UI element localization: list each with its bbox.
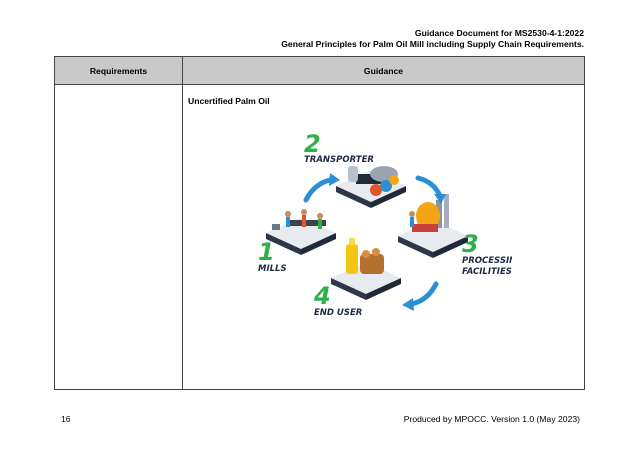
footer-credit: Produced by MPOCC. Version 1.0 (May 2023… <box>403 414 580 424</box>
header-title: Guidance Document for MS2530-4-1:2022 <box>414 28 584 38</box>
page-number: 16 <box>61 414 71 424</box>
stage-4-number: 4 <box>313 282 331 310</box>
supply-chain-illustration: 2 TRANSPORTER 1 MILLS 3 PROCESSING FACIL… <box>258 130 512 318</box>
requirements-table: Requirements Guidance Uncertified Palm O… <box>54 56 585 390</box>
stage-1-label: MILLS <box>258 264 287 274</box>
stage-3-number: 3 <box>462 230 479 258</box>
requirements-column-header: Requirements <box>54 56 183 85</box>
arrow-processing-to-end-user-icon <box>409 281 439 307</box>
arrow-mills-to-transporter-icon <box>303 177 333 203</box>
table-header-row: Requirements Guidance <box>54 56 585 85</box>
stage-3-label-line2: FACILITIES <box>462 267 512 277</box>
mill-workers-icon <box>272 209 326 230</box>
stage-2-label: TRANSPORTER <box>304 155 374 165</box>
stage-3-label: PROCESSING <box>462 256 512 266</box>
stage-1-number: 1 <box>258 238 275 266</box>
requirements-cell <box>54 84 183 390</box>
arrow-transporter-to-processing-icon <box>415 175 443 199</box>
cooking-oil-icon <box>346 238 384 274</box>
section-title: Uncertified Palm Oil <box>188 96 270 106</box>
stage-2-number: 2 <box>304 130 321 158</box>
header-subtitle: General Principles for Palm Oil Mill inc… <box>281 39 584 49</box>
stage-4-label: END USER <box>314 308 362 318</box>
flow-arrows <box>303 175 443 307</box>
table-row: Uncertified Palm Oil <box>54 84 585 390</box>
processing-plant-icon <box>409 194 449 232</box>
guidance-cell: Uncertified Palm Oil <box>182 84 585 390</box>
document-header: Guidance Document for MS2530-4-1:2022 Ge… <box>281 28 584 50</box>
tank-barrels-icon <box>348 166 399 196</box>
guidance-column-header: Guidance <box>182 56 585 85</box>
